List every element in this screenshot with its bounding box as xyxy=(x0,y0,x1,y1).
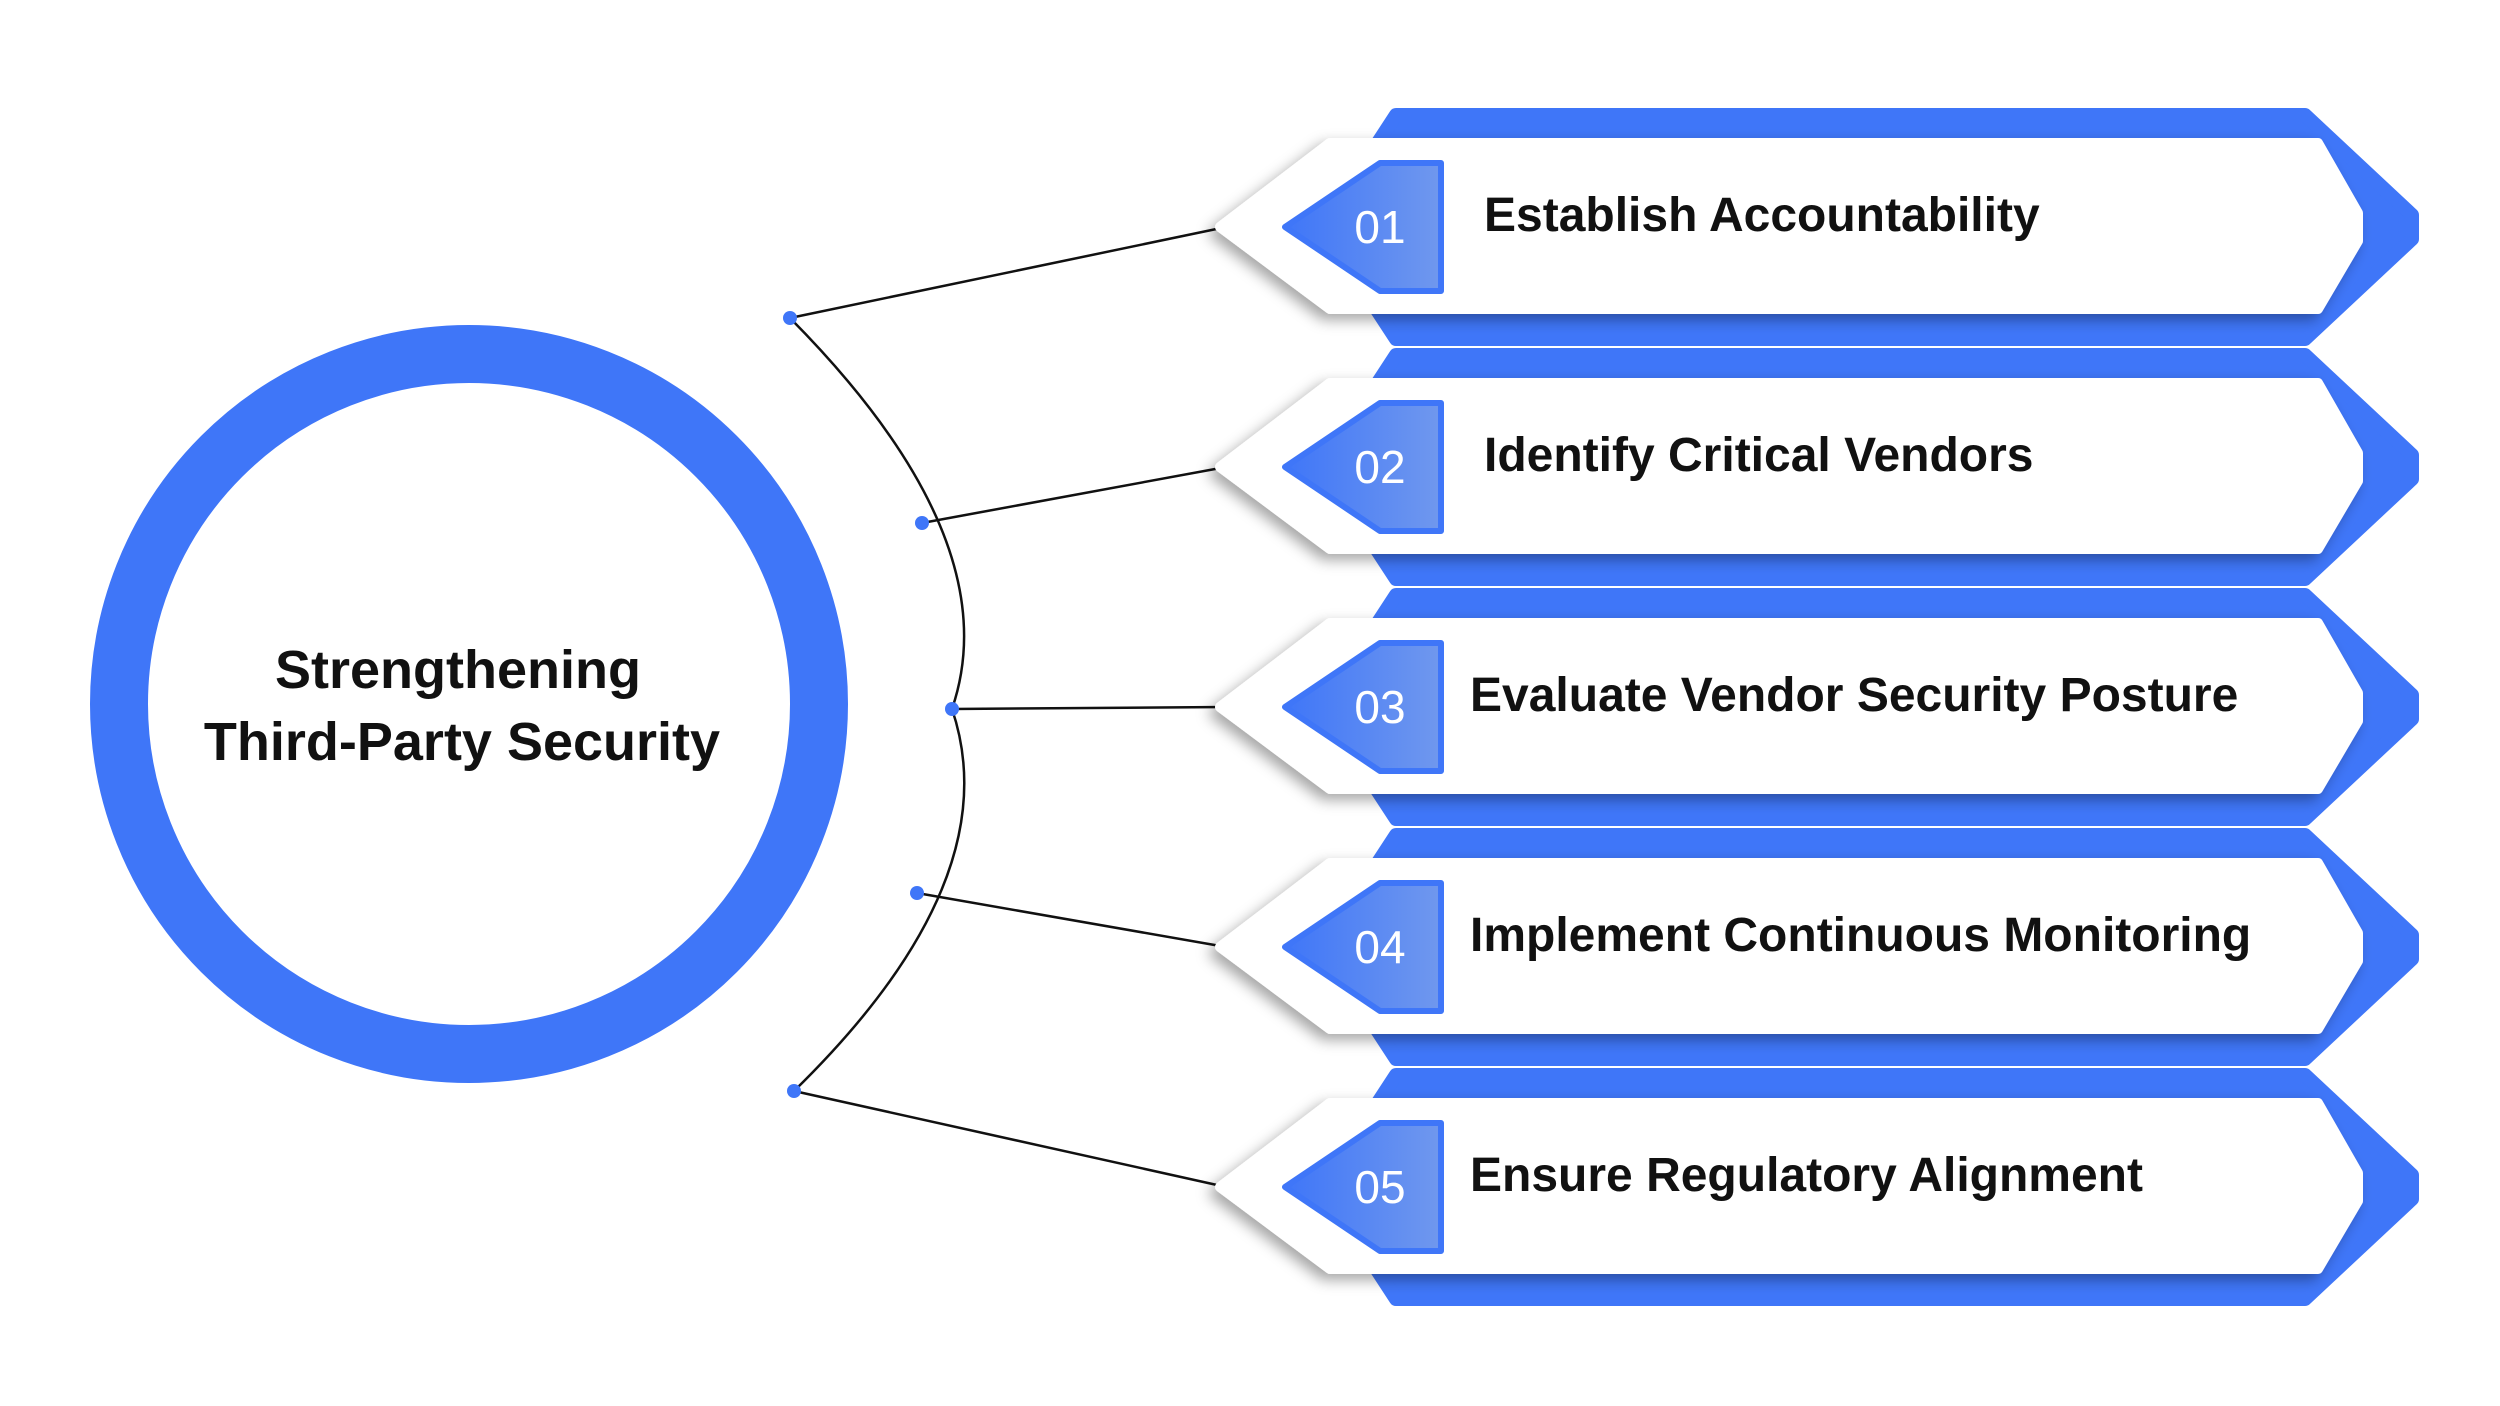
connector-line xyxy=(921,465,1227,525)
step-number: 05 xyxy=(1354,1161,1405,1213)
step-item-01: 01 Establish Accountability xyxy=(1215,108,2419,346)
step-item-02: 02 Identify Critical Vendors xyxy=(1215,348,2419,586)
center-title-line1: Strengthening xyxy=(275,640,641,700)
connector-line xyxy=(793,1089,1227,1189)
step-card xyxy=(1215,138,2363,314)
step-label: Establish Accountability xyxy=(1484,189,2040,242)
step-item-04: 04 Implement Continuous Monitoring xyxy=(1215,828,2419,1066)
step-label: Evaluate Vendor Security Posture xyxy=(1470,669,2238,722)
connector-line xyxy=(951,705,1227,711)
step-card xyxy=(1215,1098,2363,1274)
connectors xyxy=(783,225,1227,1189)
connector-dot xyxy=(787,1084,801,1098)
step-number-badge xyxy=(1282,640,1444,774)
connector-dot xyxy=(783,311,797,325)
step-card xyxy=(1215,378,2363,554)
connector-dot xyxy=(910,886,924,900)
step-card xyxy=(1215,618,2363,794)
step-number: 01 xyxy=(1354,201,1405,253)
step-number: 04 xyxy=(1354,921,1405,973)
steps: 01 Establish Accountability 02 Identify Cri… xyxy=(1215,108,2419,1306)
step-label: Implement Continuous Monitoring xyxy=(1470,909,2251,962)
connector-line xyxy=(916,891,1227,949)
step-item-05: 05 Ensure Regulatory Alignment xyxy=(1215,1068,2419,1306)
step-number-badge xyxy=(1282,880,1444,1014)
step-item-03: 03 Evaluate Vendor Security Posture xyxy=(1215,588,2419,826)
step-label: Ensure Regulatory Alignment xyxy=(1470,1149,2143,1202)
connector-line xyxy=(789,225,1227,320)
step-number-badge xyxy=(1282,400,1444,534)
step-number: 03 xyxy=(1354,681,1405,733)
step-card xyxy=(1215,858,2363,1034)
step-label: Identify Critical Vendors xyxy=(1484,429,2033,482)
connector-dot xyxy=(945,702,959,716)
step-number: 02 xyxy=(1354,441,1405,493)
connector-dot xyxy=(915,516,929,530)
step-number-badge xyxy=(1282,160,1444,294)
step-number-badge xyxy=(1282,1120,1444,1254)
center-title-line2: Third-Party Security xyxy=(204,712,720,772)
center-ring xyxy=(90,325,848,1083)
